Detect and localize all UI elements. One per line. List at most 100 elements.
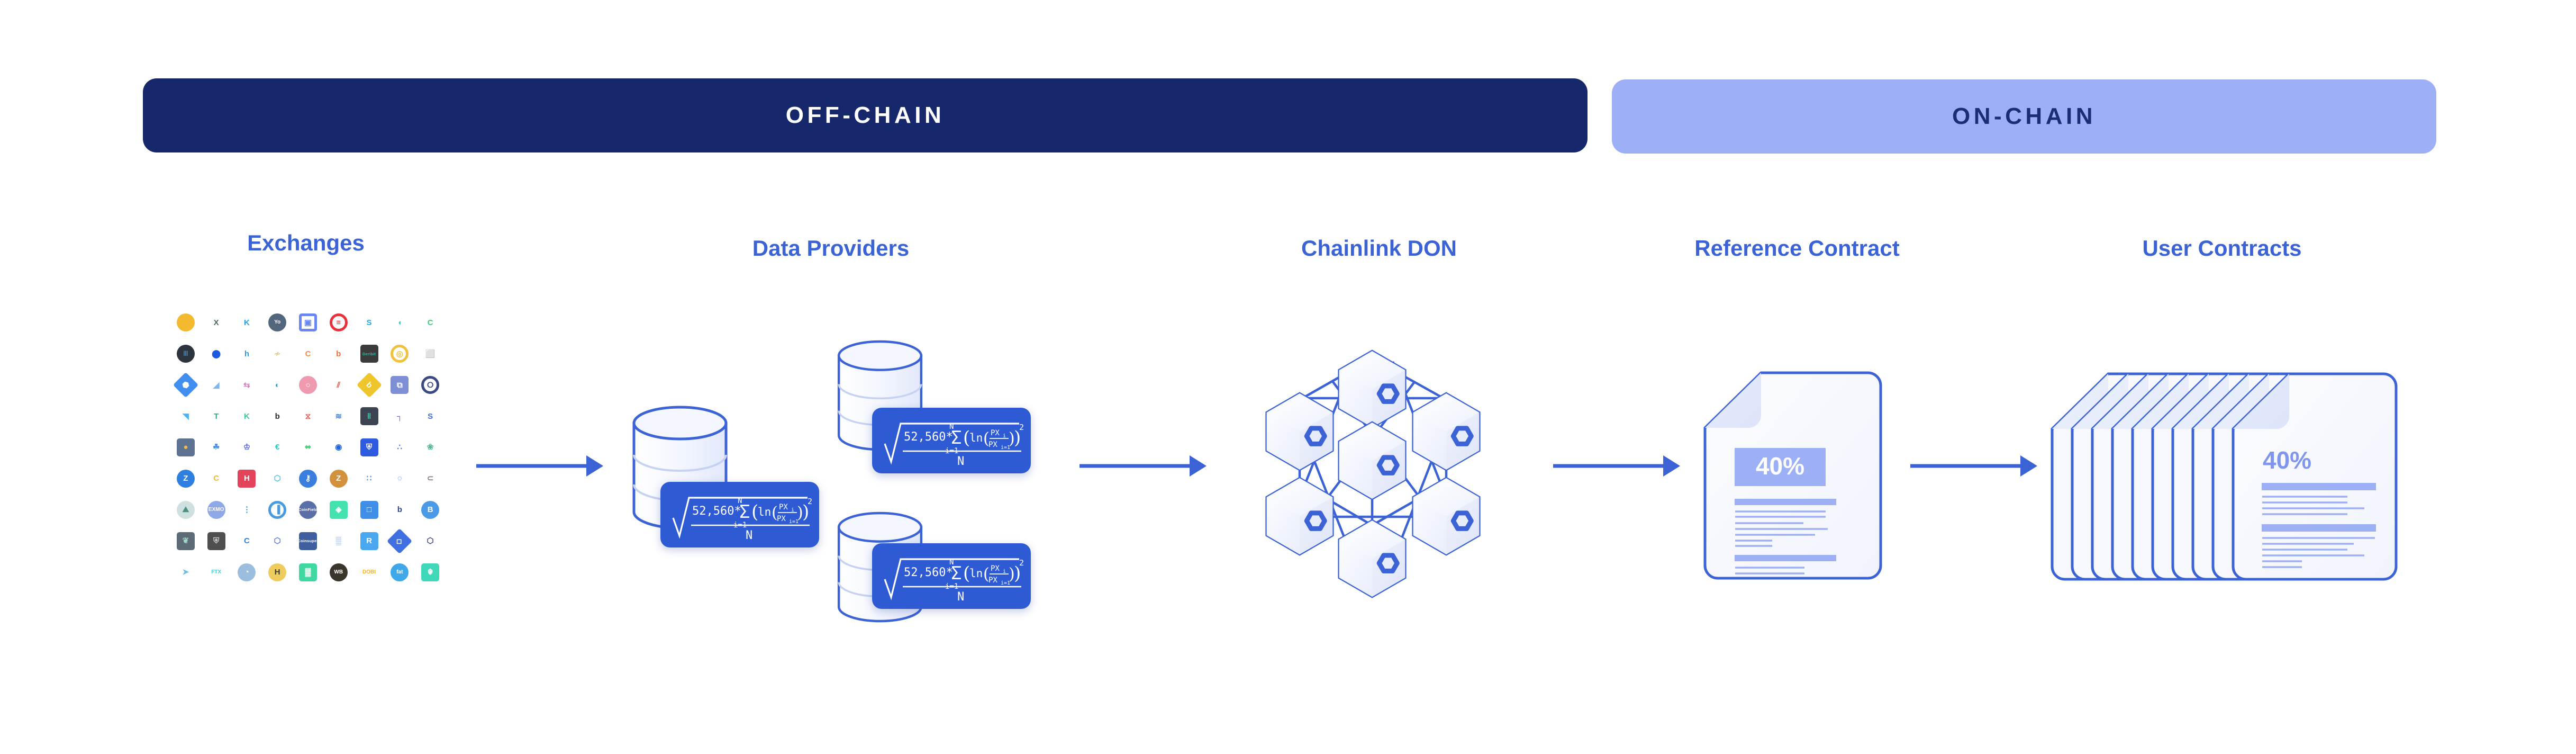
don-node (1265, 477, 1334, 556)
svg-text:i: i (1003, 433, 1006, 439)
rhombus-icon: ◇ (387, 528, 413, 554)
exchange-cell: H (262, 556, 293, 588)
exchange-cell: ◈ (323, 494, 354, 525)
exchange-cell: ⭘ (415, 370, 446, 401)
wings-icon: ❀ (427, 443, 434, 452)
exchange-cell: DOBI (354, 556, 385, 588)
exchange-cell: ◌ (384, 463, 415, 494)
exchange-cell: ||| (170, 338, 201, 370)
arrow-providers-to-don (1080, 455, 1207, 477)
ftx-icon: FTX (211, 569, 222, 575)
banner-on-chain-label: ON-CHAIN (1952, 103, 2096, 129)
exchange-cell: ⇆ (232, 370, 262, 401)
sun-icon: ● (176, 438, 195, 456)
exchange-cell: ⛰ (170, 494, 201, 525)
exchange-cell: C (201, 463, 232, 494)
exchange-cell: EXMO (201, 494, 232, 525)
svg-text:ln: ln (758, 506, 771, 518)
svg-text:PX: PX (991, 429, 1000, 437)
svg-text:): ) (1009, 429, 1015, 448)
exchange-cell: ◎ (384, 338, 415, 370)
bitforex-icon: ○ (298, 376, 317, 394)
exchange-cell: WB (323, 556, 354, 588)
exchange-cell: b (323, 338, 354, 370)
chainlink-hexagon-icon (1450, 426, 1474, 446)
deribit-icon: Deribit (360, 345, 378, 363)
don-node (1265, 392, 1334, 471)
dotted-icon: ◌ (397, 474, 402, 483)
bshield-icon: ⛨ (360, 438, 378, 456)
exchange-cell: b (262, 401, 293, 432)
yobit-icon: Yo (268, 313, 287, 332)
svg-text:PX: PX (988, 441, 997, 449)
section-label-reference-contract: Reference Contract (1694, 236, 1900, 261)
binance-icon: ◇ (176, 313, 195, 332)
svg-text:(: ( (751, 501, 758, 523)
svg-text:i: i (791, 507, 794, 513)
tokenize-icon: T (214, 411, 219, 421)
svg-text:40%: 40% (1756, 452, 1804, 480)
svg-text:): ) (797, 504, 803, 522)
chainlink-hexagon-icon (1304, 426, 1327, 446)
coinex-icon: C (427, 318, 433, 327)
svg-text:(: ( (963, 427, 970, 448)
okx-icon: X (213, 318, 219, 327)
coinsuper-icon: Coinsuper (298, 532, 317, 550)
dots-icon: ∷ (366, 474, 372, 483)
don-node (1338, 519, 1407, 598)
exchange-cell: ◔ (232, 556, 262, 588)
svg-text:Σ: Σ (951, 427, 962, 448)
bitpanda-icon: ⭘ (421, 376, 440, 394)
exchange-cell: fat (384, 556, 415, 588)
zb-icon: Z (176, 469, 195, 488)
bithumbglobal-icon: b (275, 411, 280, 421)
loop-icon: ⊂ (427, 474, 434, 483)
exchange-cell: ⬢ (170, 370, 201, 401)
exchange-cell: ⛨ (201, 525, 232, 556)
exchange-cell: ≡ (323, 307, 354, 338)
svg-text:i=1: i=1 (1001, 580, 1010, 586)
exchange-cell: ◢ (201, 370, 232, 401)
exchange-cell: S (415, 401, 446, 432)
outline-icon: ⬡ (427, 536, 434, 546)
svg-text:2: 2 (1019, 423, 1024, 432)
svg-text:): ) (1009, 565, 1015, 584)
cash-icon: ⬌ (304, 443, 312, 452)
cat-icon: ◔ (238, 563, 256, 581)
section-label-data-providers: Data Providers (752, 236, 910, 261)
cube-icon: ⬡ (274, 474, 281, 483)
bird-icon: ➤ (182, 568, 189, 577)
exchange-cell: Yo (262, 307, 293, 338)
exchange-cell: ⬡ (262, 463, 293, 494)
exchange-cell: ❀ (415, 432, 446, 463)
exchange-cell: ⬡ (415, 525, 446, 556)
exchange-cell: Z (170, 463, 201, 494)
exchange-cell: ☘ (201, 432, 232, 463)
formula-glyph: 52,560* Σ N i=1 ( ln ( PX i PX i=1 ) ) 2… (884, 558, 1024, 604)
svg-text:2: 2 (1019, 558, 1024, 568)
hitbtc-icon: h (244, 349, 250, 358)
exchange-cell: b (384, 494, 415, 525)
exchange-cell: R (354, 525, 385, 556)
svg-text:PX: PX (988, 576, 997, 585)
bitrue-icon: b (336, 349, 341, 358)
don-node (1412, 392, 1481, 471)
exchange-cell: ⧉ (384, 370, 415, 401)
bcircle-icon: B (421, 500, 440, 519)
stormgain-icon: S (366, 318, 372, 327)
exchange-cell: ◇ (384, 525, 415, 556)
bitay-icon: ‖ (360, 407, 378, 426)
pixels-icon: ▒ (335, 536, 342, 546)
chainlink-hexagon-icon (1376, 383, 1400, 404)
exchange-cell: ⫽ (323, 370, 354, 401)
network-icon: ∴ (397, 443, 403, 452)
exmo-icon: EXMO (207, 500, 225, 519)
mountain-icon: ⛰ (176, 500, 195, 519)
exchange-cell: ⊂ (415, 463, 446, 494)
bull-icon: ☬ (421, 563, 440, 581)
bithumb-icon: ◎ (391, 345, 409, 363)
exchange-cell: B (415, 494, 446, 525)
exchange-cell: ○ (293, 370, 323, 401)
svg-text:(: ( (983, 565, 990, 584)
chart-icon: ▐ (268, 500, 287, 519)
